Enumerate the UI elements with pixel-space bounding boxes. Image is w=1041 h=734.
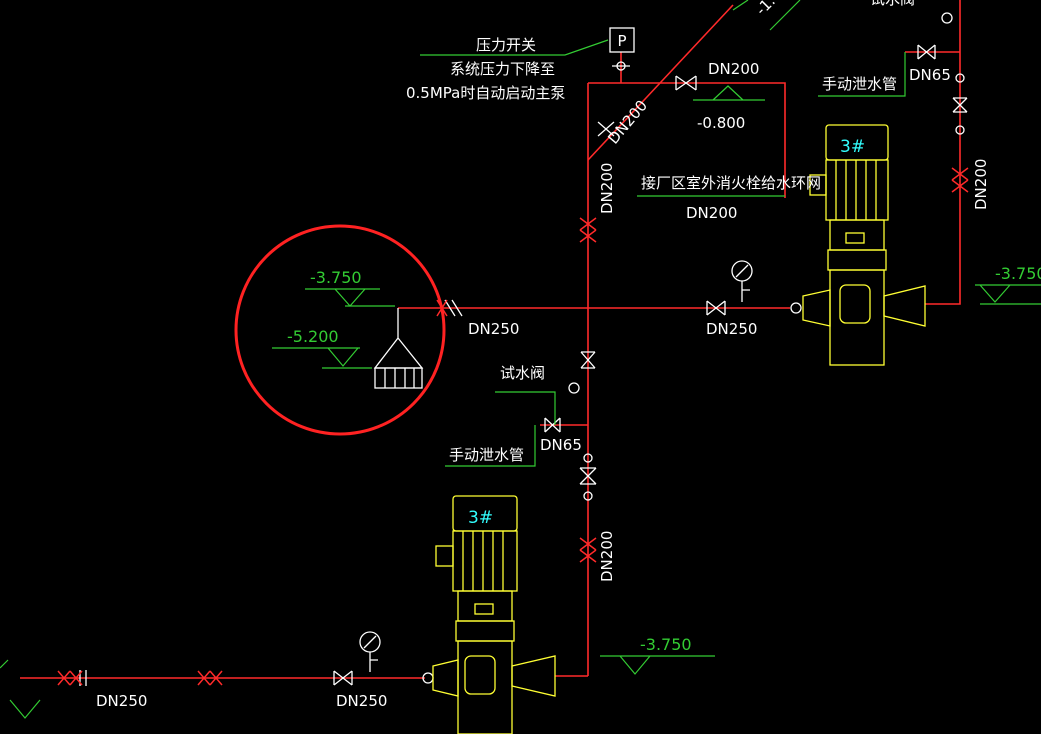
label-dn200-diag: DN200 <box>604 97 651 148</box>
pump-lower-junction-box <box>435 545 454 567</box>
pump-lower <box>432 495 556 734</box>
valve-riser-lower-ring-1 <box>583 453 593 463</box>
pump-lower-inlet <box>432 659 459 697</box>
valve-riser-lower-1 <box>579 467 597 485</box>
pipe-right-riser <box>925 0 961 305</box>
pump-lower-casing <box>457 640 513 734</box>
label-dn200-vertical-lower: DN200 <box>598 531 616 582</box>
label-dn65-mid: DN65 <box>540 436 582 454</box>
label-dn65-top: DN65 <box>909 66 951 84</box>
label-pressure-switch: 压力开关 <box>476 36 536 54</box>
pressure-gauges <box>359 260 753 672</box>
reducer-pump-suction <box>790 302 802 314</box>
label-elev-top-right: -1.000 <box>752 0 799 19</box>
valve-riser-lower-ring-2 <box>583 491 593 501</box>
pump-upper-inlet <box>802 289 831 327</box>
flexible-joints <box>57 167 969 686</box>
label-dn250-pump-mid: DN250 <box>706 320 757 338</box>
label-pressure-note-2: 0.5MPa时自动启动主泵 <box>406 84 565 102</box>
gauge-test <box>568 382 580 394</box>
pump-id-lower: 3# <box>468 508 493 528</box>
label-connect-note: 接厂区室外消火栓给水环网 <box>641 174 821 192</box>
pump-upper <box>802 124 926 366</box>
highlight-circle <box>234 224 446 436</box>
foot-valve <box>373 308 424 389</box>
pump-upper-coupling <box>829 219 885 251</box>
label-test-valve: 试水阀 <box>500 364 545 382</box>
gate-valve-top-header <box>675 75 697 91</box>
check-valve-right-1 <box>952 97 968 113</box>
gate-valve-diagonal <box>597 121 615 137</box>
gauge-lower-pump <box>359 631 381 672</box>
label-elev-5200-circle: -5.200 <box>287 327 339 346</box>
pressure-switch-letter: P <box>617 32 626 50</box>
label-elev-0800: -0.800 <box>697 114 745 132</box>
pressure-switch: P <box>609 27 635 53</box>
gate-valve-test <box>544 417 561 433</box>
check-valve-riser <box>580 351 596 369</box>
label-dn250-suction-mid: DN250 <box>468 320 519 338</box>
gate-valve-right-top <box>917 44 936 60</box>
label-dn200-right-riser: DN200 <box>972 159 990 210</box>
label-elev-3750-bottom: -3.750 <box>640 635 692 654</box>
fittings <box>79 12 968 686</box>
label-top-cut: 试水阀 <box>870 0 915 8</box>
pump-upper-casing <box>829 269 885 366</box>
label-dn200-connect: DN200 <box>686 204 737 222</box>
label-pressure-note-1: 系统压力下降至 <box>450 60 555 78</box>
pump-id-upper: 3# <box>840 137 865 157</box>
label-manual-drain-top: 手动泄水管 <box>822 75 897 93</box>
label-dn200-vertical-upper: DN200 <box>598 163 616 214</box>
label-elev-3750-circle: -3.750 <box>310 268 362 287</box>
label-dn250-bottom-pump: DN250 <box>336 692 387 710</box>
label-dn200-top: DN200 <box>708 60 759 78</box>
label-manual-drain-mid: 手动泄水管 <box>449 446 524 464</box>
pipe-top-header <box>588 82 786 198</box>
gate-valve-bottom-pump <box>333 670 353 686</box>
gauge-right-top <box>941 12 953 24</box>
labels: 压力开关 系统压力下降至 0.5MPa时自动启动主泵 DN200 -0.800 … <box>96 0 1041 710</box>
label-dn250-bottom-left: DN250 <box>96 692 147 710</box>
gauge-upper-pump <box>731 260 753 302</box>
pump-upper-outlet <box>883 285 926 327</box>
pump-upper-motor-body <box>825 159 889 221</box>
leader-lines <box>0 0 1041 719</box>
label-elev-3750-right: -3.750 <box>995 264 1041 283</box>
gate-valve-pump-suction <box>706 300 726 316</box>
pump-lower-outlet <box>511 655 556 697</box>
fitting-mid-suction <box>444 299 463 317</box>
pump-lower-coupling <box>457 590 513 622</box>
pump-upper-junction-box <box>809 174 827 196</box>
